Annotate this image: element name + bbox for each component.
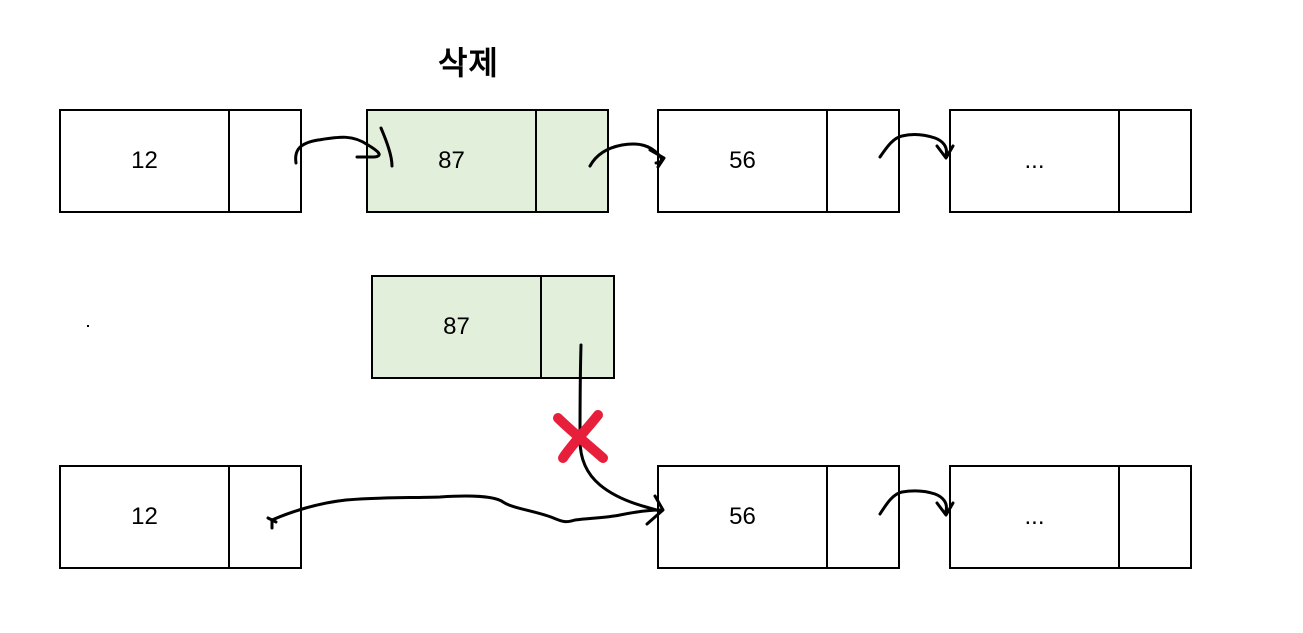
node-pointer [828,111,898,211]
node-value: 56 [659,111,828,211]
node-pointer [537,111,607,211]
x-mark-icon [553,410,608,463]
node-value: ... [951,111,1120,211]
diagram-title: 삭제 [438,44,499,82]
node-value: 87 [373,277,542,377]
node-value: 12 [61,467,230,567]
node-value: 87 [368,111,537,211]
node-12-before: 12 [59,109,302,213]
node-ellipsis-after: ... [949,465,1192,569]
node-value: ... [951,467,1120,567]
node-pointer [1120,111,1190,211]
removed-node-87: 87 [371,275,615,379]
node-ellipsis-before: ... [949,109,1192,213]
node-pointer [542,277,613,377]
node-pointer [828,467,898,567]
node-pointer [230,111,300,211]
node-56-before: 56 [657,109,900,213]
node-56-after: 56 [657,465,900,569]
node-pointer [230,467,300,567]
node-value: 56 [659,467,828,567]
node-12-after: 12 [59,465,302,569]
node-pointer [1120,467,1190,567]
node-value: 12 [61,111,230,211]
node-87-before: 87 [366,109,609,213]
arrow-12-to-56 [270,494,662,530]
stray-dot [87,325,89,327]
